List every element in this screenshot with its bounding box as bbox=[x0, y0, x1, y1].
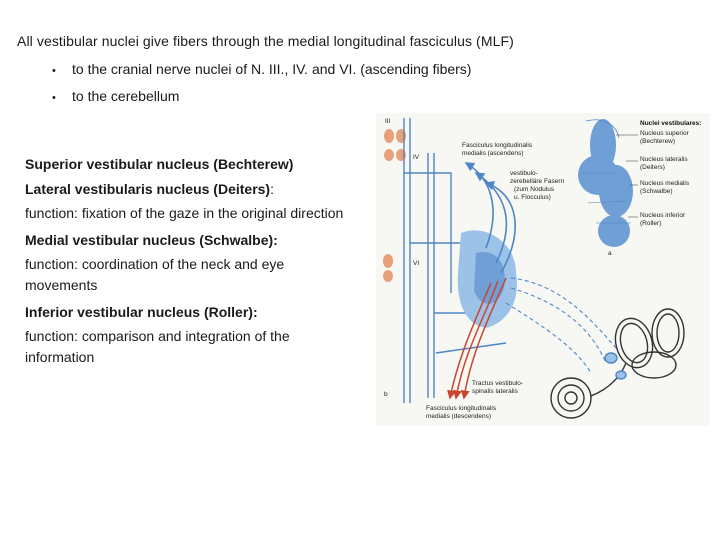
legend-lateral: Nucleus lateralis bbox=[640, 156, 688, 163]
tract-lateral-label-2: spinalis lateralis bbox=[472, 388, 519, 395]
mlf-ascending-label-2: medialis (ascendens) bbox=[462, 150, 523, 157]
bullet-text: to the cerebellum bbox=[72, 88, 180, 104]
labyrinth-icon bbox=[550, 308, 685, 419]
bullet-item: • to the cerebellum bbox=[52, 87, 471, 114]
superior-nucleus-heading: Superior vestibular nucleus (Bechterew) bbox=[25, 155, 360, 173]
legend-medial-eponym: (Schwalbe) bbox=[640, 188, 673, 195]
mlf-ascending-label-1: Fasciculus longitudinalis bbox=[462, 142, 533, 149]
numeral-vi: VI bbox=[413, 260, 419, 267]
cerebellar-fibers bbox=[464, 162, 516, 274]
lateral-nucleus-function: function: fixation of the gaze in the or… bbox=[25, 205, 344, 221]
bullet-item: • to the cranial nerve nuclei of N. III.,… bbox=[52, 60, 471, 87]
medial-nucleus-function: function: coordination of the neck and e… bbox=[25, 256, 285, 293]
numeral-iv: IV bbox=[413, 154, 420, 161]
descending-tract bbox=[447, 277, 507, 400]
vc-fibers-label-3: (zum Nodulus bbox=[514, 186, 555, 193]
legend-inferior-eponym: (Roller) bbox=[640, 220, 661, 227]
medial-nucleus-heading: Medial vestibular nucleus (Schwalbe): bbox=[25, 232, 278, 248]
legend-inferior: Nucleus inferior bbox=[640, 212, 686, 219]
panel-b-label: b bbox=[384, 391, 388, 398]
bullet-marker: • bbox=[52, 65, 56, 77]
legend-medial: Nucleus medialis bbox=[640, 180, 690, 187]
legend-lateral-eponym: (Deiters) bbox=[640, 164, 665, 171]
tract-lateral-label-1: Tractus vestibulo- bbox=[472, 380, 523, 387]
nucleus-complex-lower bbox=[457, 230, 517, 328]
lateral-nucleus-colon: : bbox=[270, 181, 274, 197]
bullet-text: to the cranial nerve nuclei of N. III., … bbox=[72, 61, 472, 77]
lateral-nucleus-heading: Lateral vestibularis nucleus (Deiters): bbox=[25, 180, 360, 198]
numeral-iii: III bbox=[385, 118, 391, 125]
vestibular-nuclei-figure: III IV VI bbox=[376, 113, 710, 426]
mlf-descending-label-1: Fasciculus longitudinalis bbox=[426, 405, 497, 412]
slide-title: All vestibular nuclei give fibers throug… bbox=[17, 33, 514, 49]
nucleus-complex-upper bbox=[578, 119, 633, 247]
legend-title: Nuclei vestibulares: bbox=[640, 120, 701, 127]
vc-fibers-label-4: u. Flocculus) bbox=[514, 194, 551, 201]
vc-fibers-label-1: vestibulo- bbox=[510, 170, 538, 177]
cranial-nerve-nuclei bbox=[383, 129, 406, 282]
labyrinth-pathways bbox=[505, 277, 617, 374]
legend-leader-lines bbox=[616, 134, 638, 218]
panel-a-label: a bbox=[608, 250, 612, 257]
vc-fibers-label-2: zerebelläre Fasern bbox=[510, 178, 565, 185]
lateral-nucleus-name: Lateral vestibularis nucleus (Deiters) bbox=[25, 181, 271, 197]
legend-superior: Nucleus superior bbox=[640, 130, 690, 137]
figure-drawing: III IV VI bbox=[383, 118, 701, 420]
inferior-nucleus-heading: Inferior vestibular nucleus (Roller): bbox=[25, 304, 258, 320]
legend-superior-eponym: (Bechterew) bbox=[640, 138, 675, 145]
mlf-descending-label-2: medialis (descendens) bbox=[426, 413, 491, 420]
inferior-nucleus-function: function: comparison and integration of … bbox=[25, 328, 290, 365]
bullet-list: • to the cranial nerve nuclei of N. III.,… bbox=[52, 60, 471, 114]
nuclei-list: Superior vestibular nucleus (Bechterew) … bbox=[25, 155, 360, 375]
bullet-marker: • bbox=[52, 92, 56, 104]
superior-nucleus-name: Superior vestibular nucleus (Bechterew) bbox=[25, 156, 294, 172]
